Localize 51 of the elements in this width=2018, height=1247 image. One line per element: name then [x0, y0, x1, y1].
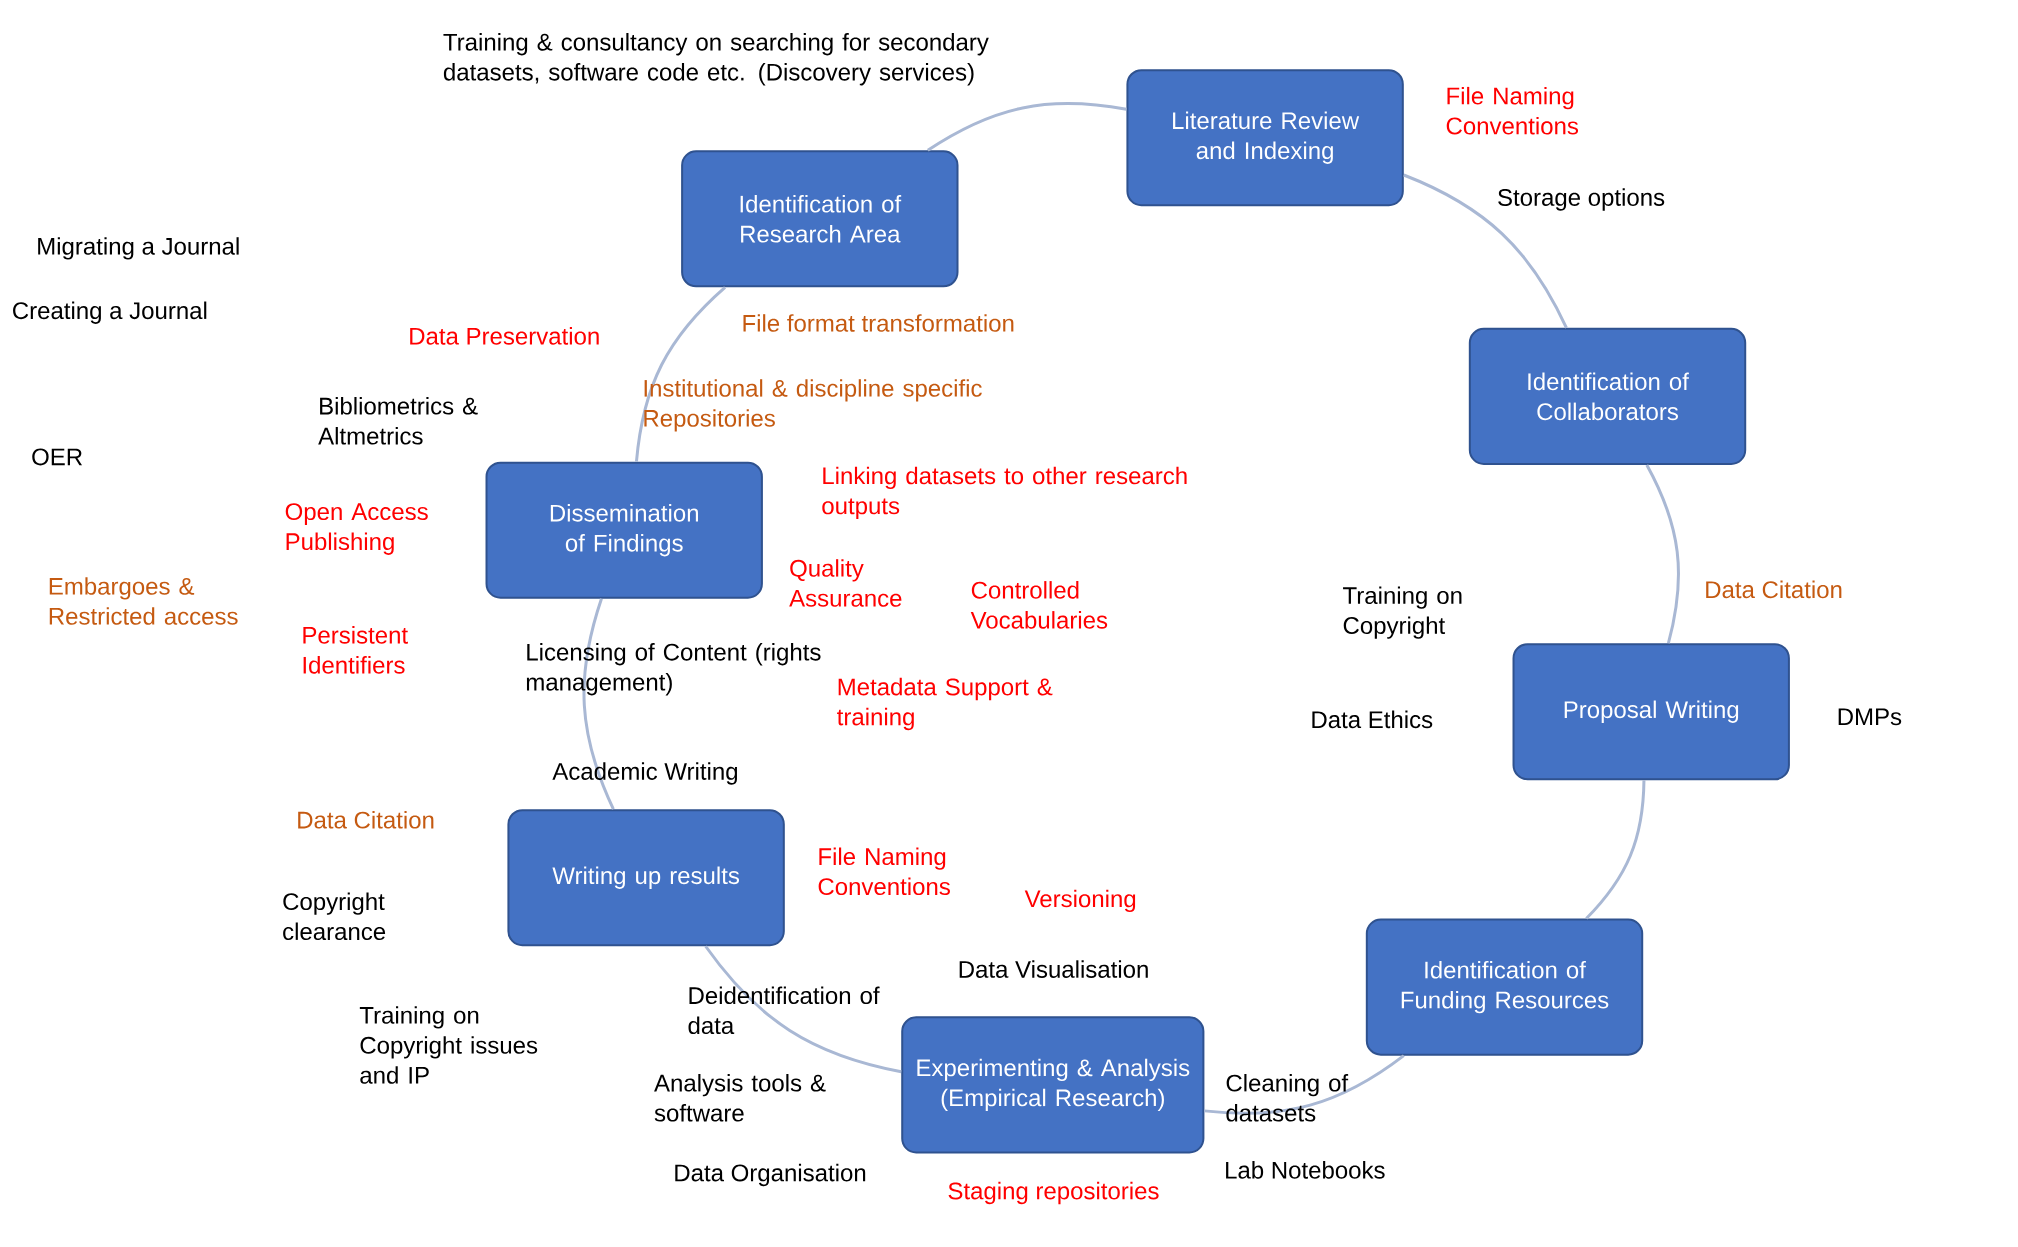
- process-box: Proposal Writing: [1512, 643, 1790, 781]
- annotation-text: Data Organisation: [675, 1163, 866, 1187]
- annotation-text: Open Access Publishing: [285, 503, 428, 555]
- annotation-text: Linking datasets to other research outputs: [822, 466, 1187, 520]
- process-box: Identification of Collaborators: [1468, 327, 1747, 465]
- annotation-text: Academic Writing: [552, 762, 737, 785]
- connector-arc: [1585, 780, 1646, 920]
- annotation-text: Bibliometrics & Altmetrics: [318, 397, 478, 445]
- annotation-text: Analysis tools & software: [654, 1074, 826, 1122]
- annotation-text: Data Preservation: [410, 327, 599, 345]
- annotation-text: File Naming Conventions: [1446, 86, 1579, 135]
- annotation-text: DMPs: [1838, 708, 1902, 726]
- annotation-text: Copyright clearance: [283, 892, 386, 941]
- annotation-text: OER: [32, 448, 82, 466]
- connector-arc: [1645, 464, 1680, 644]
- annotation-text: Creating a Journal: [13, 301, 207, 324]
- annotation-text: Data Visualisation: [959, 960, 1148, 978]
- annotation-text: Institutional & discipline specific Repositories: [644, 379, 982, 432]
- annotation-text: Metadata Support & training: [837, 677, 1053, 731]
- process-box: Identification of Research Area: [681, 150, 959, 288]
- annotation-text: Lab Notebooks: [1226, 1161, 1385, 1179]
- process-box: Literature Review and Indexing: [1126, 69, 1404, 207]
- annotation-text: Deidentification of data: [688, 986, 880, 1035]
- annotation-text: Storage options: [1498, 188, 1665, 211]
- annotation-text: Quality Assurance: [789, 559, 902, 607]
- process-box: Writing up results: [507, 809, 785, 947]
- connector-arc: [582, 598, 615, 810]
- connector-arc: [634, 286, 727, 462]
- annotation-text: Data Citation: [298, 811, 434, 829]
- process-box: Experimenting & Analysis (Empirical Research): [901, 1016, 1205, 1154]
- connector-arc: [1403, 173, 1568, 329]
- annotation-text: Cleaning of datasets: [1226, 1074, 1349, 1122]
- process-box: Dissemination of Findings: [485, 461, 763, 599]
- annotation-text: Versioning: [1024, 889, 1136, 913]
- connector-arc: [704, 945, 902, 1074]
- annotation-text: Training & consultancy on searching for secondary datasets, software code etc. (Discovery services): [443, 33, 989, 86]
- annotation-text: Training on Copyright issues and IP: [359, 1006, 538, 1084]
- annotation-text: File format transformation: [743, 314, 1014, 332]
- annotation-text: Embargoes & Restricted access: [49, 577, 238, 625]
- connector-arc: [1204, 1054, 1405, 1115]
- annotation-text: Controlled Vocabularies: [970, 581, 1108, 629]
- annotation-text: Migrating a Journal: [38, 237, 239, 260]
- annotation-text: Persistent Identifiers: [303, 626, 408, 674]
- annotation-text: Licensing of Content (rights management): [526, 643, 821, 696]
- annotation-text: Data Ethics: [1312, 710, 1433, 729]
- annotation-text: Training on Copyright: [1343, 586, 1462, 639]
- process-box: Identification of Funding Resources: [1365, 918, 1644, 1056]
- annotation-text: File Naming Conventions: [818, 847, 950, 896]
- annotation-text: Data Citation: [1706, 580, 1842, 599]
- connector-arc: [927, 101, 1127, 152]
- annotation-text: Staging repositories: [948, 1181, 1159, 1205]
